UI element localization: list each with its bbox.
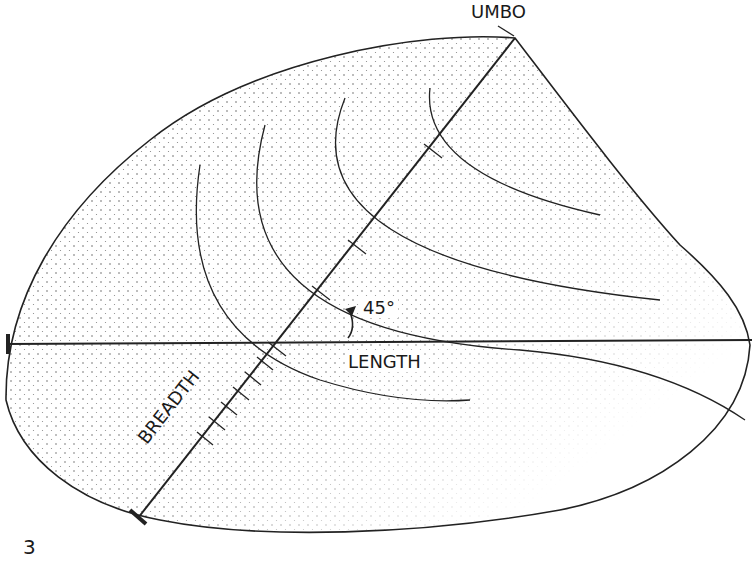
- figure-number: 3: [20, 536, 39, 558]
- part-label: UMBO: [468, 2, 529, 22]
- angle-label: 45°: [360, 298, 398, 318]
- part-label: LENGTH: [345, 352, 424, 372]
